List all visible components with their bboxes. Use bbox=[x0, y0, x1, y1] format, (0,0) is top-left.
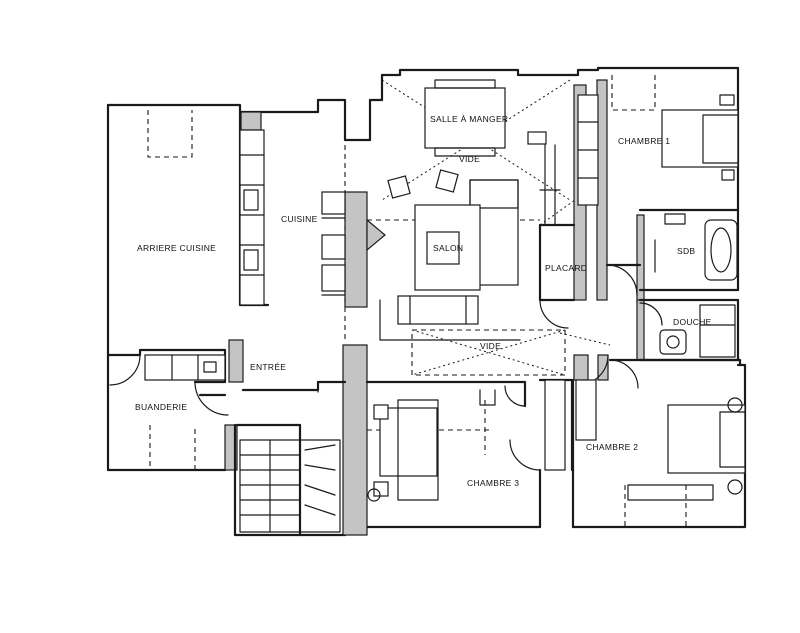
corridor-shelving bbox=[544, 94, 599, 471]
structural-walls bbox=[224, 79, 645, 536]
label-salon: SALON bbox=[433, 243, 463, 253]
label-sdb: SDB bbox=[677, 246, 695, 256]
label-cuisine: CUISINE bbox=[281, 214, 318, 224]
laundry-furniture bbox=[144, 354, 226, 381]
bathroom-fixtures bbox=[654, 213, 738, 358]
label-placard: PLACARD bbox=[545, 263, 587, 273]
label-arriere-cuisine: ARRIERE CUISINE bbox=[137, 243, 216, 253]
door-swings bbox=[109, 264, 663, 471]
living-furniture bbox=[387, 79, 561, 325]
label-chambre-3: CHAMBRE 3 bbox=[467, 478, 519, 488]
bedroom-3-furniture bbox=[367, 389, 496, 502]
label-vide-middle: VIDE bbox=[480, 341, 501, 351]
label-entree: ENTRÉE bbox=[250, 362, 286, 372]
staircase bbox=[239, 439, 341, 533]
label-chambre-2: CHAMBRE 2 bbox=[586, 442, 638, 452]
label-chambre-1: CHAMBRE 1 bbox=[618, 136, 670, 146]
label-douche: DOUCHE bbox=[673, 317, 712, 327]
label-buanderie: BUANDERIE bbox=[135, 402, 187, 412]
kitchen-furniture bbox=[239, 129, 346, 306]
bedroom-2-furniture bbox=[627, 397, 746, 501]
label-vide-top: VIDE bbox=[459, 154, 480, 164]
room-labels: ARRIERE CUISINE CUISINE SALLE À MANGER V… bbox=[135, 114, 712, 488]
label-salle-a-manger: SALLE À MANGER bbox=[430, 114, 508, 124]
bedroom-1-furniture bbox=[661, 94, 739, 181]
